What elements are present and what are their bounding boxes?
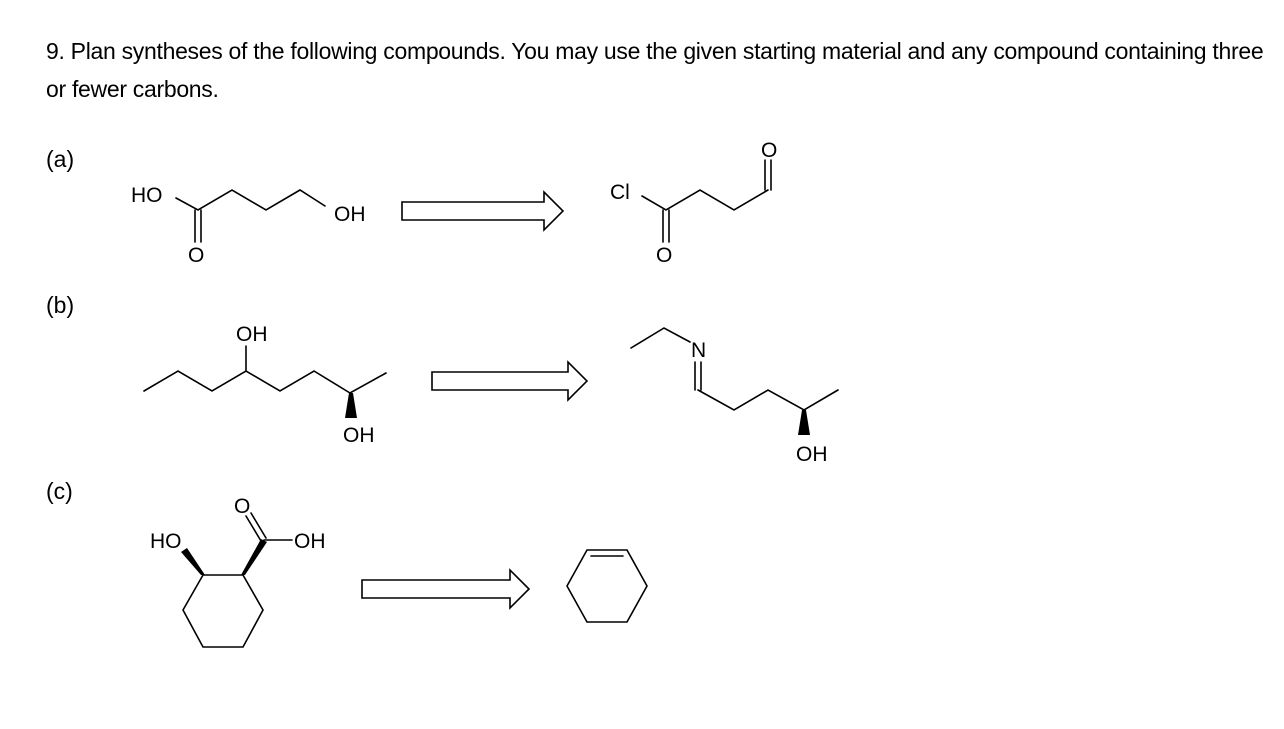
cyclohexane-ring [182, 574, 264, 648]
wedge-bond [241, 539, 267, 575]
wedge-bond [798, 410, 810, 435]
atom-label: O [234, 495, 250, 518]
atom-label: Cl [610, 181, 630, 204]
part-a-starting-molecule: Cl O O [610, 139, 777, 267]
atom-label: O [761, 139, 777, 162]
atom-label: N [691, 339, 706, 362]
retrosynthesis-arrow-b [431, 360, 589, 402]
part-c-label: (c) [46, 478, 73, 504]
atom-label: OH [294, 530, 326, 553]
atom-label: OH [343, 424, 375, 447]
ethyl-chain [630, 327, 691, 349]
part-c-starting-molecule [566, 549, 648, 623]
carbon-chain [641, 189, 769, 211]
carbon-chain [697, 389, 839, 411]
part-c-target-molecule: HO O OH [150, 495, 326, 648]
cyclohexene-ring [566, 549, 648, 623]
question-text: 9. Plan syntheses of the following compo… [46, 38, 1264, 102]
carbonyl-bond [250, 512, 267, 539]
atom-label: OH [334, 203, 366, 226]
wedge-bond [345, 393, 357, 418]
atom-label: O [188, 244, 204, 267]
retrosynthesis-arrow-a [401, 190, 565, 232]
part-a-target-molecule: HO O OH [131, 184, 366, 267]
carbon-chain [175, 189, 326, 211]
atom-label: HO [131, 184, 163, 207]
carbonyl-bond [245, 515, 262, 542]
part-b-target-molecule: OH OH [143, 323, 387, 447]
part-b-starting-molecule: N OH [630, 327, 839, 466]
atom-label: HO [150, 530, 182, 553]
atom-label: OH [236, 323, 268, 346]
part-a-label: (a) [46, 146, 75, 172]
atom-label: OH [796, 443, 828, 466]
carbon-chain [143, 370, 387, 394]
part-b-label: (b) [46, 292, 75, 318]
wedge-bond [181, 548, 205, 575]
retrosynthesis-arrow-c [361, 568, 531, 610]
atom-label: O [656, 244, 672, 267]
